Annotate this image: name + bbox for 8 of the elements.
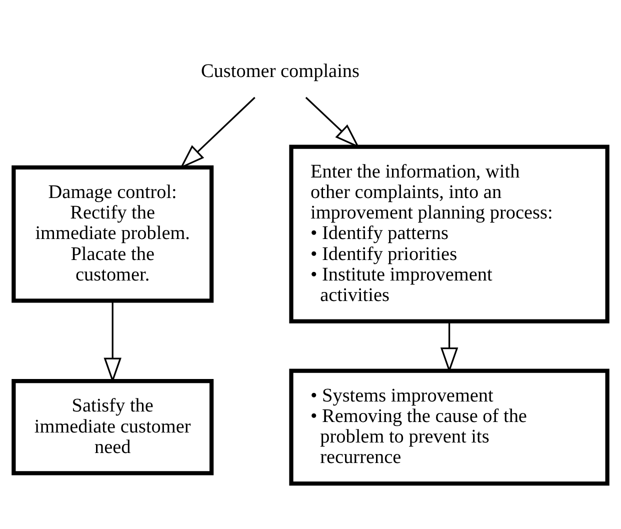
- node-text: Customer complains: [200, 60, 360, 82]
- node-box: Enter the information, with other complaints, into an improvement planning process: • Identify patterns • Identify priorities • Institute improvement activities: [289, 144, 610, 323]
- node-box: • Systems improvement • Removing the cause of the problem to prevent its recurrence: [289, 368, 610, 486]
- node-box: Damage control: Rectify the immediate problem. Placate the customer.: [12, 164, 214, 302]
- node-box: Satisfy the immediate customer need: [12, 378, 214, 475]
- arrow: [305, 96, 360, 148]
- arrow: [440, 321, 458, 372]
- arrow: [180, 96, 256, 168]
